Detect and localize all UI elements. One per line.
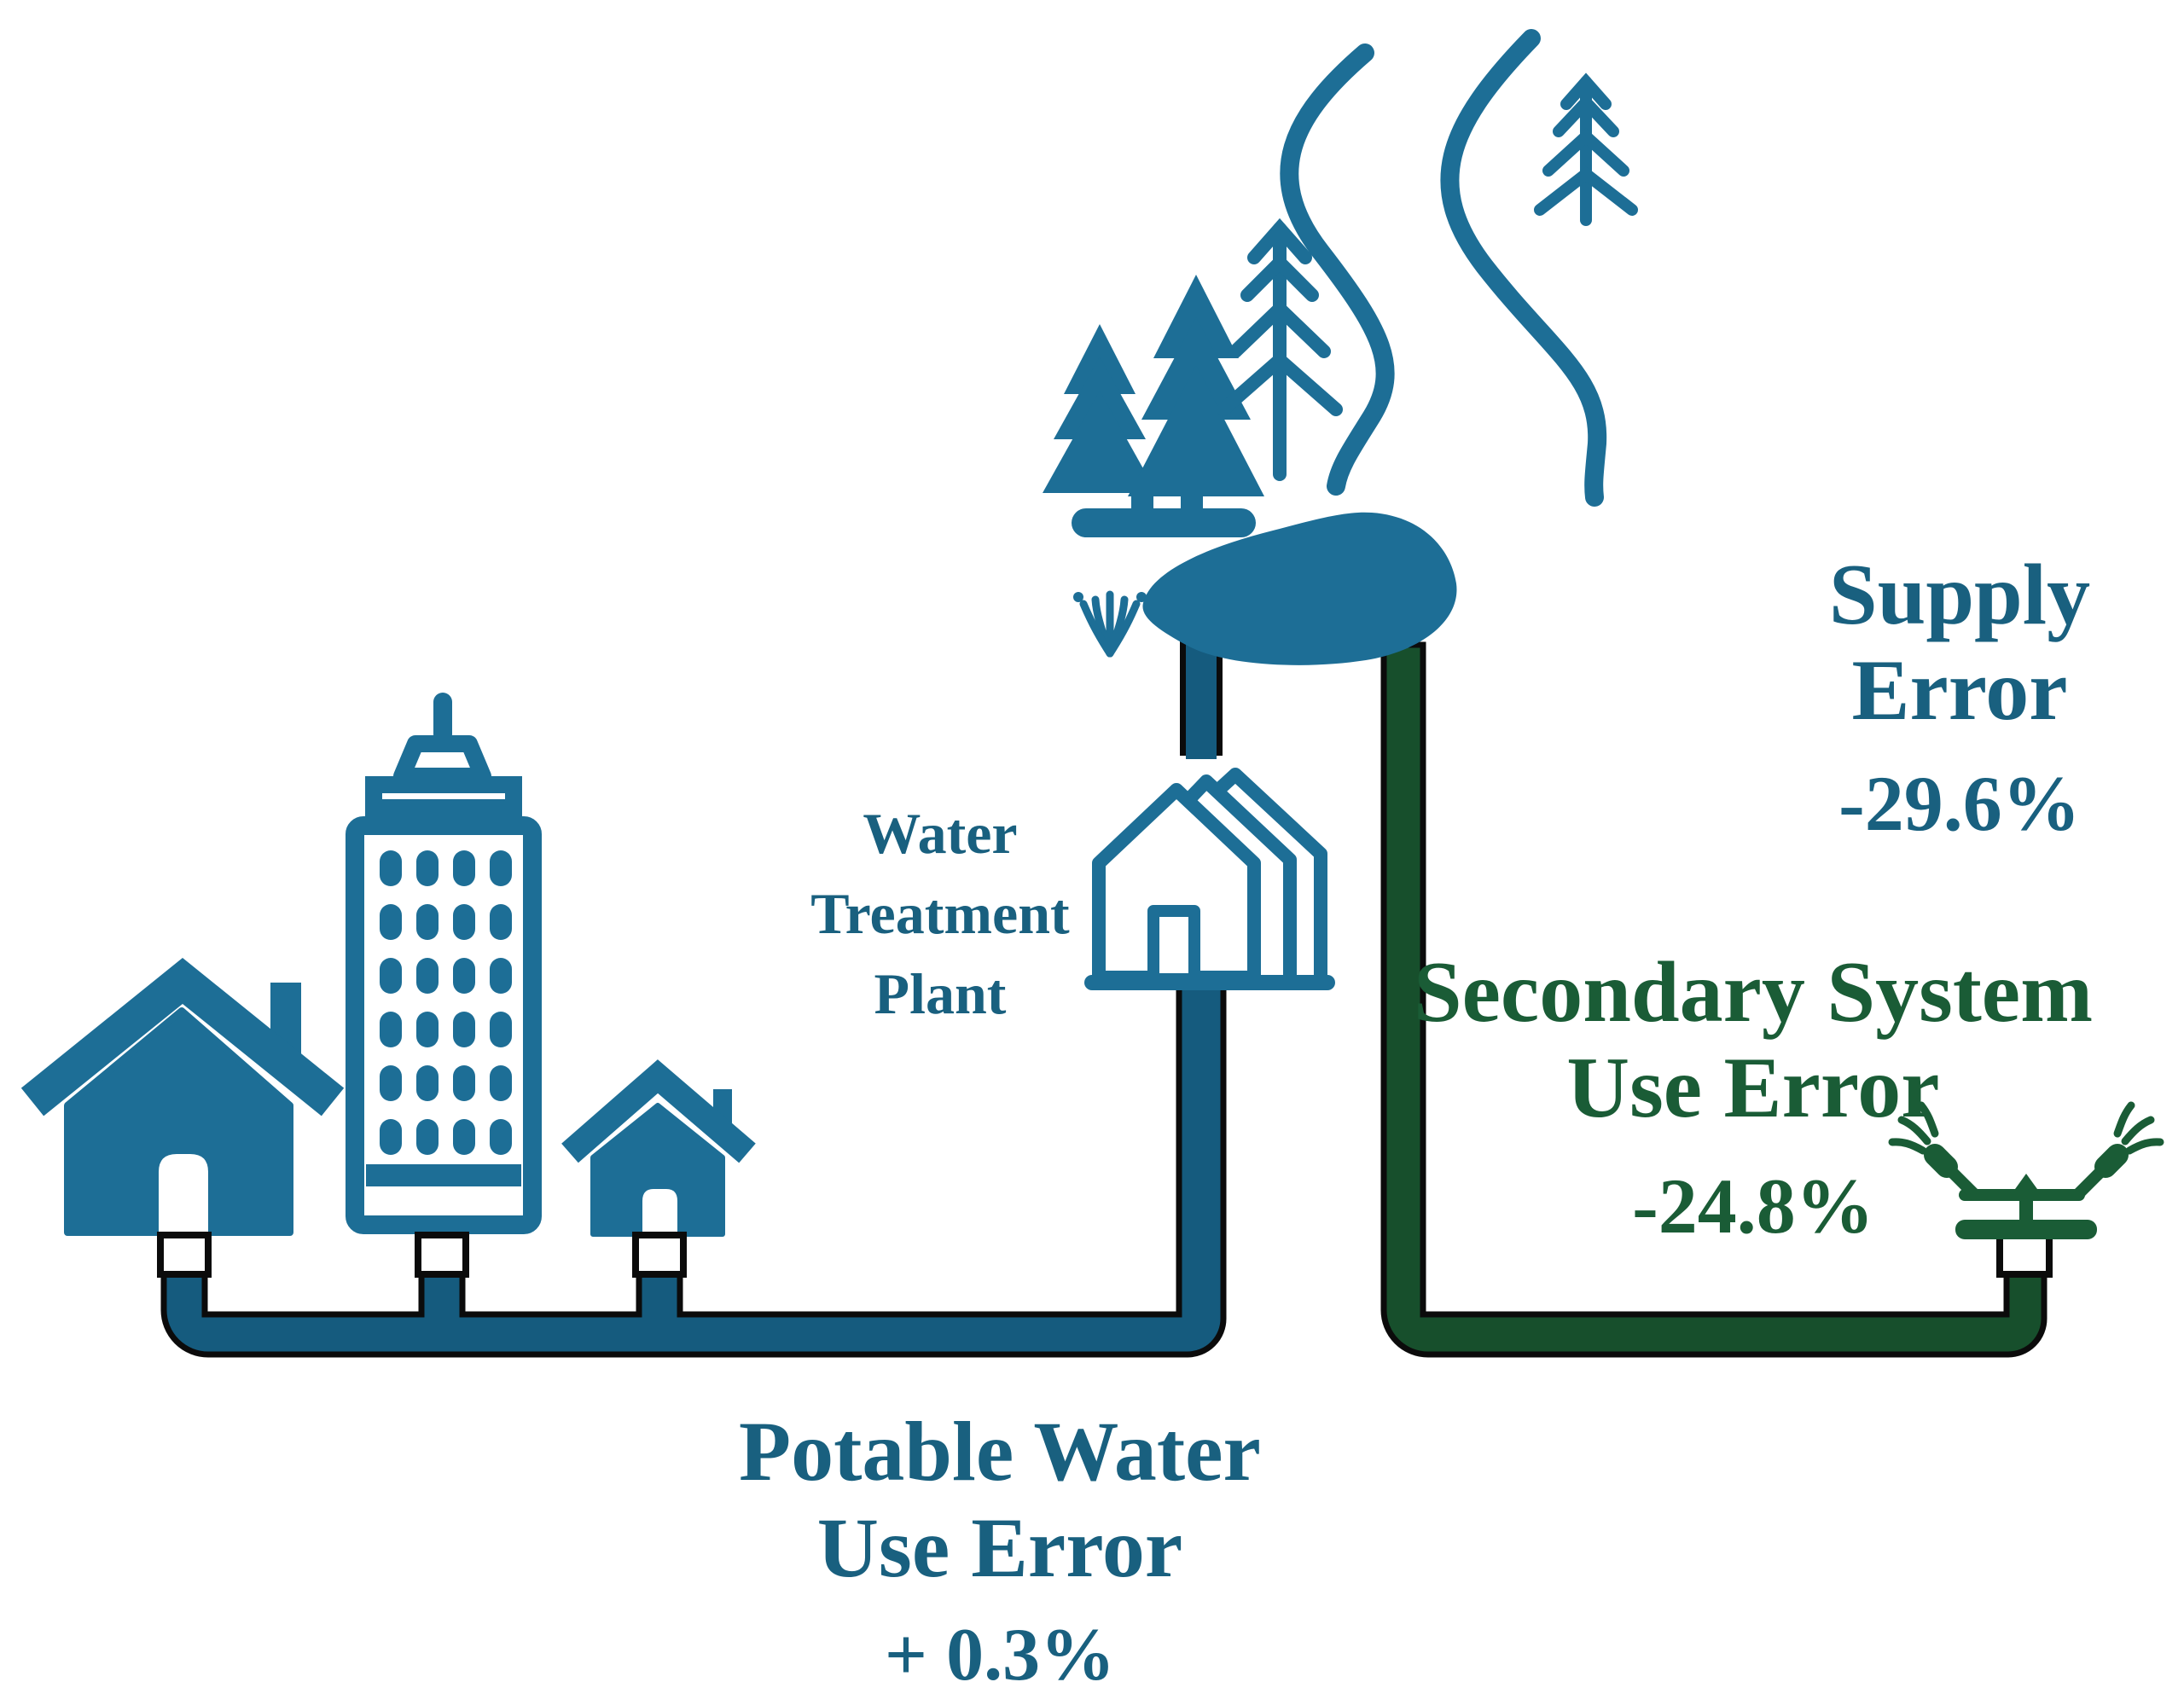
sprinkler-icon [1888, 1101, 2164, 1239]
water-meter [157, 1232, 212, 1278]
supply-error-value: -29.6% [1838, 760, 2081, 847]
secondary-system-label: Secondary System Use Error -24.8% [1395, 944, 2111, 1250]
potable-water-value: + 0.3% [884, 1614, 1116, 1682]
secondary-system-line1: Secondary System [1413, 944, 2094, 1041]
lake-icon [1142, 512, 1457, 665]
outline-fir-icon [1217, 218, 1343, 481]
secondary-system-line2: Use Error [1566, 1040, 1940, 1136]
door-icon [159, 1154, 208, 1234]
potable-water-label: Potable Water Use Error + 0.3% [642, 1403, 1358, 1682]
secondary-pipe [1380, 641, 2048, 1358]
treatment-plant-label-line2: Treatment [810, 881, 1070, 946]
water-treatment-plant-icon [1084, 768, 1335, 990]
water-meter [632, 1232, 687, 1278]
treatment-plant-label-line3: Plant [874, 961, 1007, 1026]
potable-pipe [160, 979, 1227, 1358]
forest-trees-icon [1043, 275, 1264, 537]
tower-windows [380, 850, 512, 1155]
river-icon [1280, 29, 1607, 507]
treatment-plant-label: Water Treatment Plant [770, 793, 1111, 1034]
source-to-plant-pipe [1180, 635, 1223, 759]
water-meter [415, 1232, 469, 1278]
potable-water-line1: Potable Water [739, 1404, 1261, 1499]
grass-icon [1073, 590, 1147, 658]
treatment-plant-label-line1: Water [863, 801, 1018, 866]
house-small-icon [561, 1059, 756, 1237]
secondary-system-value: -24.8% [1632, 1163, 1874, 1250]
door-icon [642, 1189, 677, 1234]
apartment-tower-icon [346, 693, 542, 1234]
supply-error-line2: Error [1851, 642, 2068, 739]
house-large-icon [20, 958, 345, 1236]
antenna-icon [433, 693, 452, 744]
outline-fir-small-icon [1534, 72, 1638, 226]
potable-water-line2: Use Error [816, 1500, 1183, 1595]
supply-error-line1: Supply [1828, 547, 2091, 643]
supply-error-label: Supply Error -29.6% [1687, 547, 2184, 847]
